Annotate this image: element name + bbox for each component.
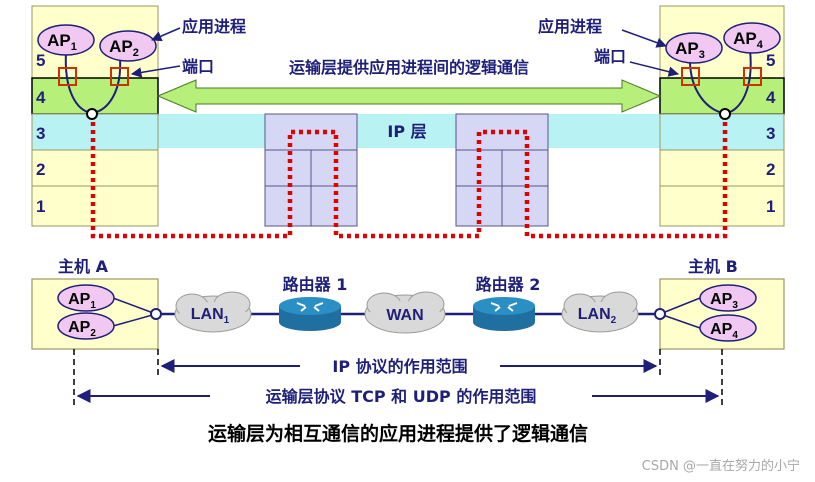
- right-layer-4: 4: [766, 88, 776, 107]
- host-a-ap1-link: [112, 297, 157, 315]
- callout-line-app-right: [621, 29, 667, 48]
- top-ap2: AP2: [99, 30, 157, 62]
- host-a-ap2: AP2: [57, 312, 115, 340]
- host-b-ap3: AP3: [699, 284, 757, 312]
- left-layer-2: 2: [36, 160, 45, 179]
- label-app-process-right: 应用进程: [538, 17, 602, 36]
- ip-layer-label: IP 层: [387, 122, 426, 141]
- watermark: CSDN @一直在努力的小宁: [642, 458, 800, 474]
- right-layer-3: 3: [766, 124, 775, 143]
- callout-line-port-right: [629, 61, 680, 77]
- router-2-icon: [473, 297, 535, 331]
- right-port-4: [743, 67, 762, 86]
- figure-caption: 运输层为相互通信的应用进程提供了逻辑通信: [208, 422, 588, 445]
- svg-text:AP4: AP4: [710, 321, 738, 341]
- svg-text:AP2: AP2: [68, 319, 96, 339]
- svg-text:AP3: AP3: [675, 39, 705, 61]
- left-transport-endpoint: [86, 108, 98, 120]
- top-ap3: AP3: [665, 32, 723, 64]
- host-b-label: 主机 B: [688, 257, 738, 276]
- router-2-label: 路由器 2: [476, 275, 541, 294]
- left-port-2: [110, 67, 129, 86]
- left-layer-4: 4: [36, 88, 46, 107]
- left-layer-5: 5: [36, 51, 45, 70]
- host-b-ap4: AP4: [699, 314, 757, 342]
- lan1-cloud: LAN1: [174, 291, 252, 333]
- right-layer-1: 1: [766, 197, 775, 216]
- svg-text:WAN: WAN: [386, 307, 423, 324]
- tcp-scope-label: 运输层协议 TCP 和 UDP 的作用范围: [266, 387, 537, 406]
- right-port-3: [681, 67, 700, 86]
- right-transport-endpoint: [719, 108, 731, 120]
- router-1-icon: [279, 297, 341, 331]
- label-port-left: 端口: [182, 57, 214, 76]
- svg-text:AP2: AP2: [109, 37, 139, 59]
- wan-cloud: WAN: [364, 291, 446, 334]
- svg-text:AP4: AP4: [733, 29, 764, 51]
- router-1-label: 路由器 1: [283, 275, 348, 294]
- ip-scope-label: IP 协议的作用范围: [332, 357, 467, 376]
- label-app-process-left: 应用进程: [182, 17, 246, 36]
- left-port-1: [58, 67, 77, 86]
- callout-line-app-left: [151, 27, 181, 42]
- svg-text:AP3: AP3: [710, 291, 738, 311]
- right-ap4-connector: [726, 49, 752, 114]
- arrow-label: 运输层提供应用进程间的逻辑通信: [289, 58, 529, 77]
- host-b-ap4-link: [659, 313, 701, 329]
- logical-communication-arrow: [156, 79, 662, 113]
- ip-layer-band: [158, 114, 660, 148]
- host-a-ap2-link: [112, 313, 157, 327]
- callout-line-port-left: [130, 65, 181, 78]
- top-ap1: AP1: [37, 24, 95, 56]
- lan2-cloud: LAN2: [561, 291, 639, 333]
- right-protocol-stack: [659, 5, 785, 227]
- host-a-label: 主机 A: [58, 257, 109, 276]
- svg-text:LAN2: LAN2: [578, 306, 617, 326]
- left-layer-3: 3: [36, 124, 45, 143]
- host-a-interface: [150, 308, 162, 320]
- top-ap4: AP4: [723, 22, 781, 54]
- svg-text:AP1: AP1: [47, 31, 77, 53]
- svg-text:AP1: AP1: [68, 291, 96, 311]
- svg-text:LAN1: LAN1: [191, 306, 230, 326]
- left-layer-1: 1: [36, 197, 45, 216]
- host-a-ap1: AP1: [57, 284, 115, 312]
- right-layer-5: 5: [766, 51, 775, 70]
- host-b-ap3-link: [659, 297, 701, 315]
- label-port-right: 端口: [594, 47, 626, 66]
- host-b-interface: [654, 308, 666, 320]
- right-layer-2: 2: [766, 160, 775, 179]
